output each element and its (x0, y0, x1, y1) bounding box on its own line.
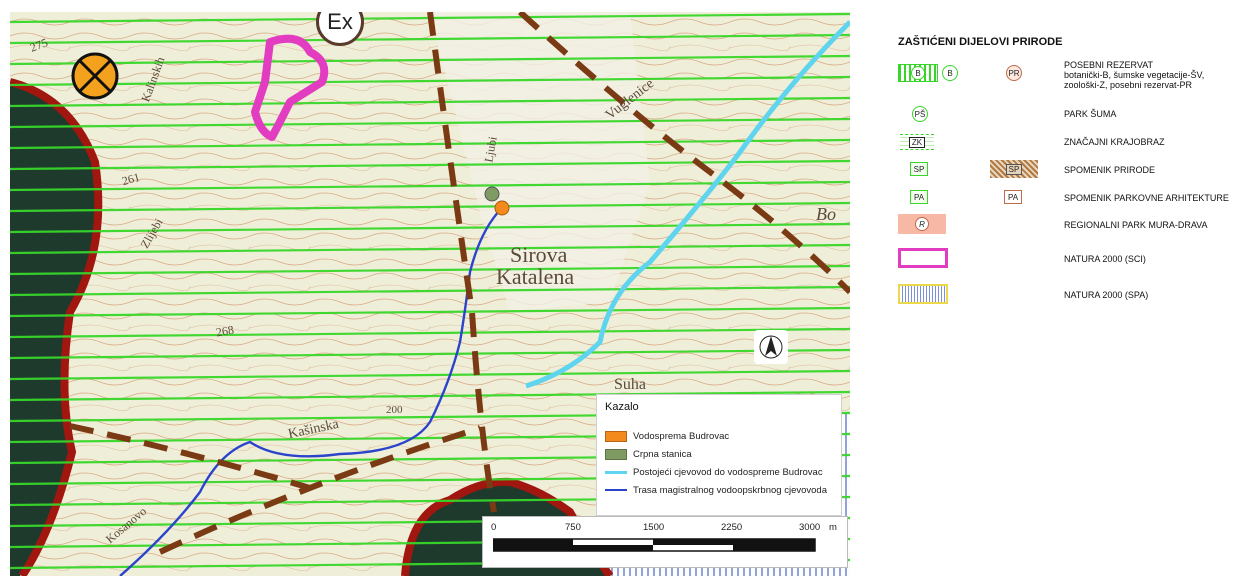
hatch-line (10, 75, 850, 87)
map-canvas (10, 12, 850, 576)
legend-row-natural-monument: SP SP SPOMENIK PRIRODE (898, 160, 1238, 180)
legend-row-regional-park: R REGIONALNI PARK MURA-DRAVA (898, 214, 1238, 236)
scale-bar: 0 750 1500 2250 3000 m (482, 516, 848, 568)
scale-tick: 2250 (721, 522, 743, 533)
hatch-line (10, 243, 850, 255)
existing-pipeline-line (525, 20, 850, 389)
map-view[interactable]: Sirova Katalena Vuglenice Suha Bo Zlijeb… (10, 12, 850, 576)
legend-label: NATURA 2000 (SPA) (1064, 290, 1149, 300)
hatch-line (10, 306, 850, 318)
place-label-bo: Bo (816, 204, 836, 224)
legend-label: ZNAČAJNI KRAJOBRAZ (1064, 137, 1165, 147)
reserve-circle-symbol: B (942, 65, 958, 81)
map-key-item-main-pipe: Trasa magistralnog vodoopskrbnog cjevovo… (605, 483, 827, 497)
reservoir-point[interactable] (494, 200, 510, 216)
special-reserve-hatch-symbol: B (898, 64, 938, 82)
legend-sublabel: botanički-B, šumske vegetacije-ŠV, (1064, 70, 1205, 80)
place-label-suha: Suha (614, 376, 646, 393)
legend-label: NATURA 2000 (SCI) (1064, 254, 1146, 264)
map-key-title: Kazalo (605, 401, 639, 413)
reserve-code: B (911, 66, 925, 80)
hatch-line (10, 222, 850, 234)
pump-station-point[interactable] (484, 186, 500, 202)
legend-label: REGIONALNI PARK MURA-DRAVA (1064, 220, 1208, 230)
landscape-code: ZK (908, 136, 926, 148)
forest-park-symbol: PŠ (912, 106, 928, 122)
legend-title: ZAŠTIĆENI DIJELOVI PRIRODE (898, 36, 1063, 48)
park-architecture-symbol: PA (910, 190, 928, 204)
hatch-line (10, 285, 850, 297)
dashed-boundary-1 (427, 12, 497, 513)
legend-label: POSEBNI REZERVAT (1064, 60, 1154, 70)
settlement-area (430, 12, 650, 312)
dashed-boundary-4 (158, 425, 481, 555)
hatch-line (10, 201, 850, 213)
spot-height-200: 200 (386, 404, 403, 416)
legend-row-forest-park: PŠ PARK ŠUMA (898, 106, 1238, 124)
forest-area-west (10, 84, 98, 576)
hatch-line (10, 348, 850, 360)
natural-monument-symbol: SP (910, 162, 928, 176)
hatch-line (10, 138, 850, 150)
legend-row-landscape: ZK ZNAČAJNI KRAJOBRAZ (898, 132, 1238, 152)
hatch-line (10, 264, 850, 276)
legend-row-special-reserve: B B PR POSEBNI REZERVAT botanički-B, šum… (898, 60, 1238, 92)
legend-row-park-architecture: PA PA SPOMENIK PARKOVNE ARHITEKTURE (898, 188, 1238, 208)
legend-row-natura-sci: NATURA 2000 (SCI) (898, 248, 1238, 270)
hatch-line (10, 369, 850, 381)
regional-park-symbol: R (898, 214, 946, 234)
pump-swatch (605, 448, 627, 460)
existing-pipe-swatch (605, 470, 627, 474)
legend-label: SPOMENIK PRIRODE (1064, 165, 1156, 175)
map-key-item-reservoir: Vodosprema Budrovac (605, 429, 729, 443)
hatch-line (10, 96, 850, 108)
map-key-label: Postojeći cjevovod do vodospreme Budrova… (633, 466, 823, 478)
map-key-panel: Kazalo Vodosprema Budrovac Crpna stanica… (596, 394, 842, 516)
scale-bar-graphic (493, 538, 816, 552)
place-label-katalena: Katalena (496, 264, 575, 289)
hatch-line (10, 180, 850, 192)
legend-label: SPOMENIK PARKOVNE ARHITEKTURE (1064, 193, 1229, 203)
place-label-sirova: Sirova (510, 242, 568, 267)
natura-spa-symbol (898, 284, 948, 304)
map-key-label: Crpna stanica (633, 448, 692, 460)
monument-code: SP (1005, 163, 1023, 175)
hatch-line (10, 33, 850, 45)
natura-sci-symbol (898, 248, 948, 268)
hatch-line (10, 159, 850, 171)
scale-tick: 1500 (643, 522, 665, 533)
map-key-item-pump: Crpna stanica (605, 447, 692, 461)
natura-sci-area (251, 34, 329, 141)
crossed-circle-symbol (71, 52, 119, 100)
legend-sublabel: zoološki-Z, posebni rezervat-PR (1064, 80, 1193, 90)
scale-unit: m (829, 522, 837, 533)
scale-tick: 750 (565, 522, 581, 533)
reservoir-swatch (605, 430, 627, 442)
hatch-line (10, 117, 850, 129)
protected-nature-legend: ZAŠTIĆENI DIJELOVI PRIRODE B B PR POSEBN… (898, 30, 1238, 320)
scale-tick: 0 (491, 522, 497, 533)
regional-park-code: R (915, 217, 929, 231)
map-key-item-existing-pipe: Postojeći cjevovod do vodospreme Budrova… (605, 465, 823, 479)
hatch-line (10, 54, 850, 66)
natural-monument-area-symbol: SP (990, 160, 1038, 178)
dashed-boundary-2 (517, 12, 850, 295)
dashed-boundary-3 (69, 423, 311, 491)
spot-height-268: 268 (214, 322, 235, 340)
hatch-line (10, 327, 850, 339)
north-arrow-icon (754, 330, 788, 364)
boundary-line-west (10, 78, 103, 576)
legend-row-natura-spa: NATURA 2000 (SPA) (898, 284, 1238, 306)
reserve-pr-symbol: PR (1006, 65, 1022, 81)
map-key-label: Vodosprema Budrovac (633, 430, 730, 442)
landscape-symbol: ZK (900, 134, 934, 150)
legend-label: PARK ŠUMA (1064, 109, 1117, 119)
map-key-label: Trasa magistralnog vodoopskrbnog cjevovo… (633, 484, 827, 496)
main-pipe-swatch (605, 489, 627, 491)
park-architecture-alt-symbol: PA (1004, 190, 1022, 204)
scale-tick: 3000 (799, 522, 821, 533)
hatch-line (10, 390, 850, 402)
